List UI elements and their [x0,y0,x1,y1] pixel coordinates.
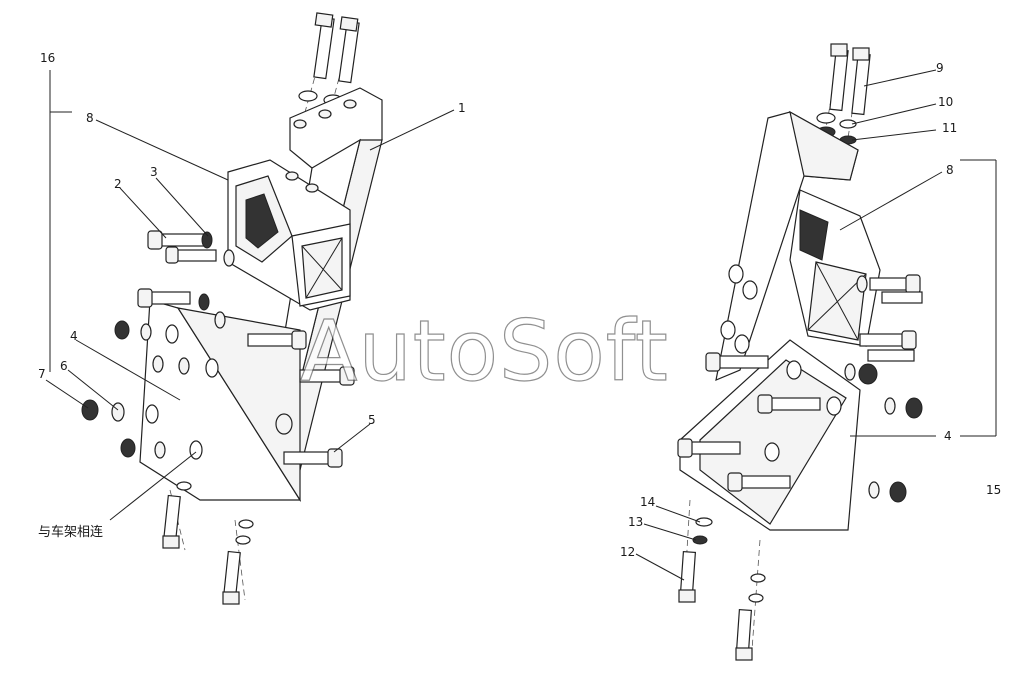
watermark: AutoSoft [300,302,669,400]
callout-3-left: 3 [150,165,158,179]
frame-connection-note: 与车架相连 [38,524,103,540]
right-assembly [635,43,997,661]
bolt-row-3-right [705,352,856,381]
callout-2-left: 2 [114,177,122,191]
callout-8-right: 8 [946,163,954,177]
bolt-12-right [678,517,713,603]
bolt-9-2 [851,47,871,116]
bolt-row-1-left [137,288,226,329]
callout-9-right: 9 [936,61,944,75]
lower-bracket-4-left [139,299,302,503]
callout-4-right: 4 [944,429,952,443]
left-assembly [45,12,455,605]
bolt-5-left [275,413,343,468]
callout-14-right: 14 [640,495,655,509]
bolt-row-1-right [856,274,923,304]
callout-13-right: 13 [628,515,643,529]
bolt-2-left [147,230,235,267]
callout-10-right: 10 [938,95,953,109]
bolt-top-left-2 [338,16,360,84]
bolt-top-left-1 [313,12,335,80]
callout-11-right: 11 [942,121,957,135]
rubber-mount-right [789,189,881,347]
bolt-row-2-right [858,330,917,385]
callout-8-left: 8 [86,111,94,125]
bolt-row-3-left [152,355,355,386]
bolt-bottom-right-2 [735,573,766,661]
callout-labels-right: 9 10 11 8 4 15 14 13 12 [620,61,1001,559]
callout-15-right: 15 [986,483,1001,497]
callout-7-left: 7 [38,367,46,381]
callout-12-right: 12 [620,545,635,559]
bolt-row-4-right [757,394,923,419]
bolt-row-5-right [677,438,907,503]
nuts-6-7-left [81,399,166,459]
bolt-9-1 [829,43,849,112]
bolt-bottom-left-1 [162,481,192,549]
callout-16-left: 16 [40,51,55,65]
callout-4-left: 4 [70,329,78,343]
callout-6-left: 6 [60,359,68,373]
bolt-row-2-left [114,320,307,350]
callout-1-left: 1 [458,101,466,115]
main-bracket-right [715,110,859,381]
callout-5-left: 5 [368,413,376,427]
callout-labels-left: 16 8 1 2 3 4 6 7 5 与车架相连 [38,51,466,540]
bolt-bottom-left-2 [222,519,254,605]
